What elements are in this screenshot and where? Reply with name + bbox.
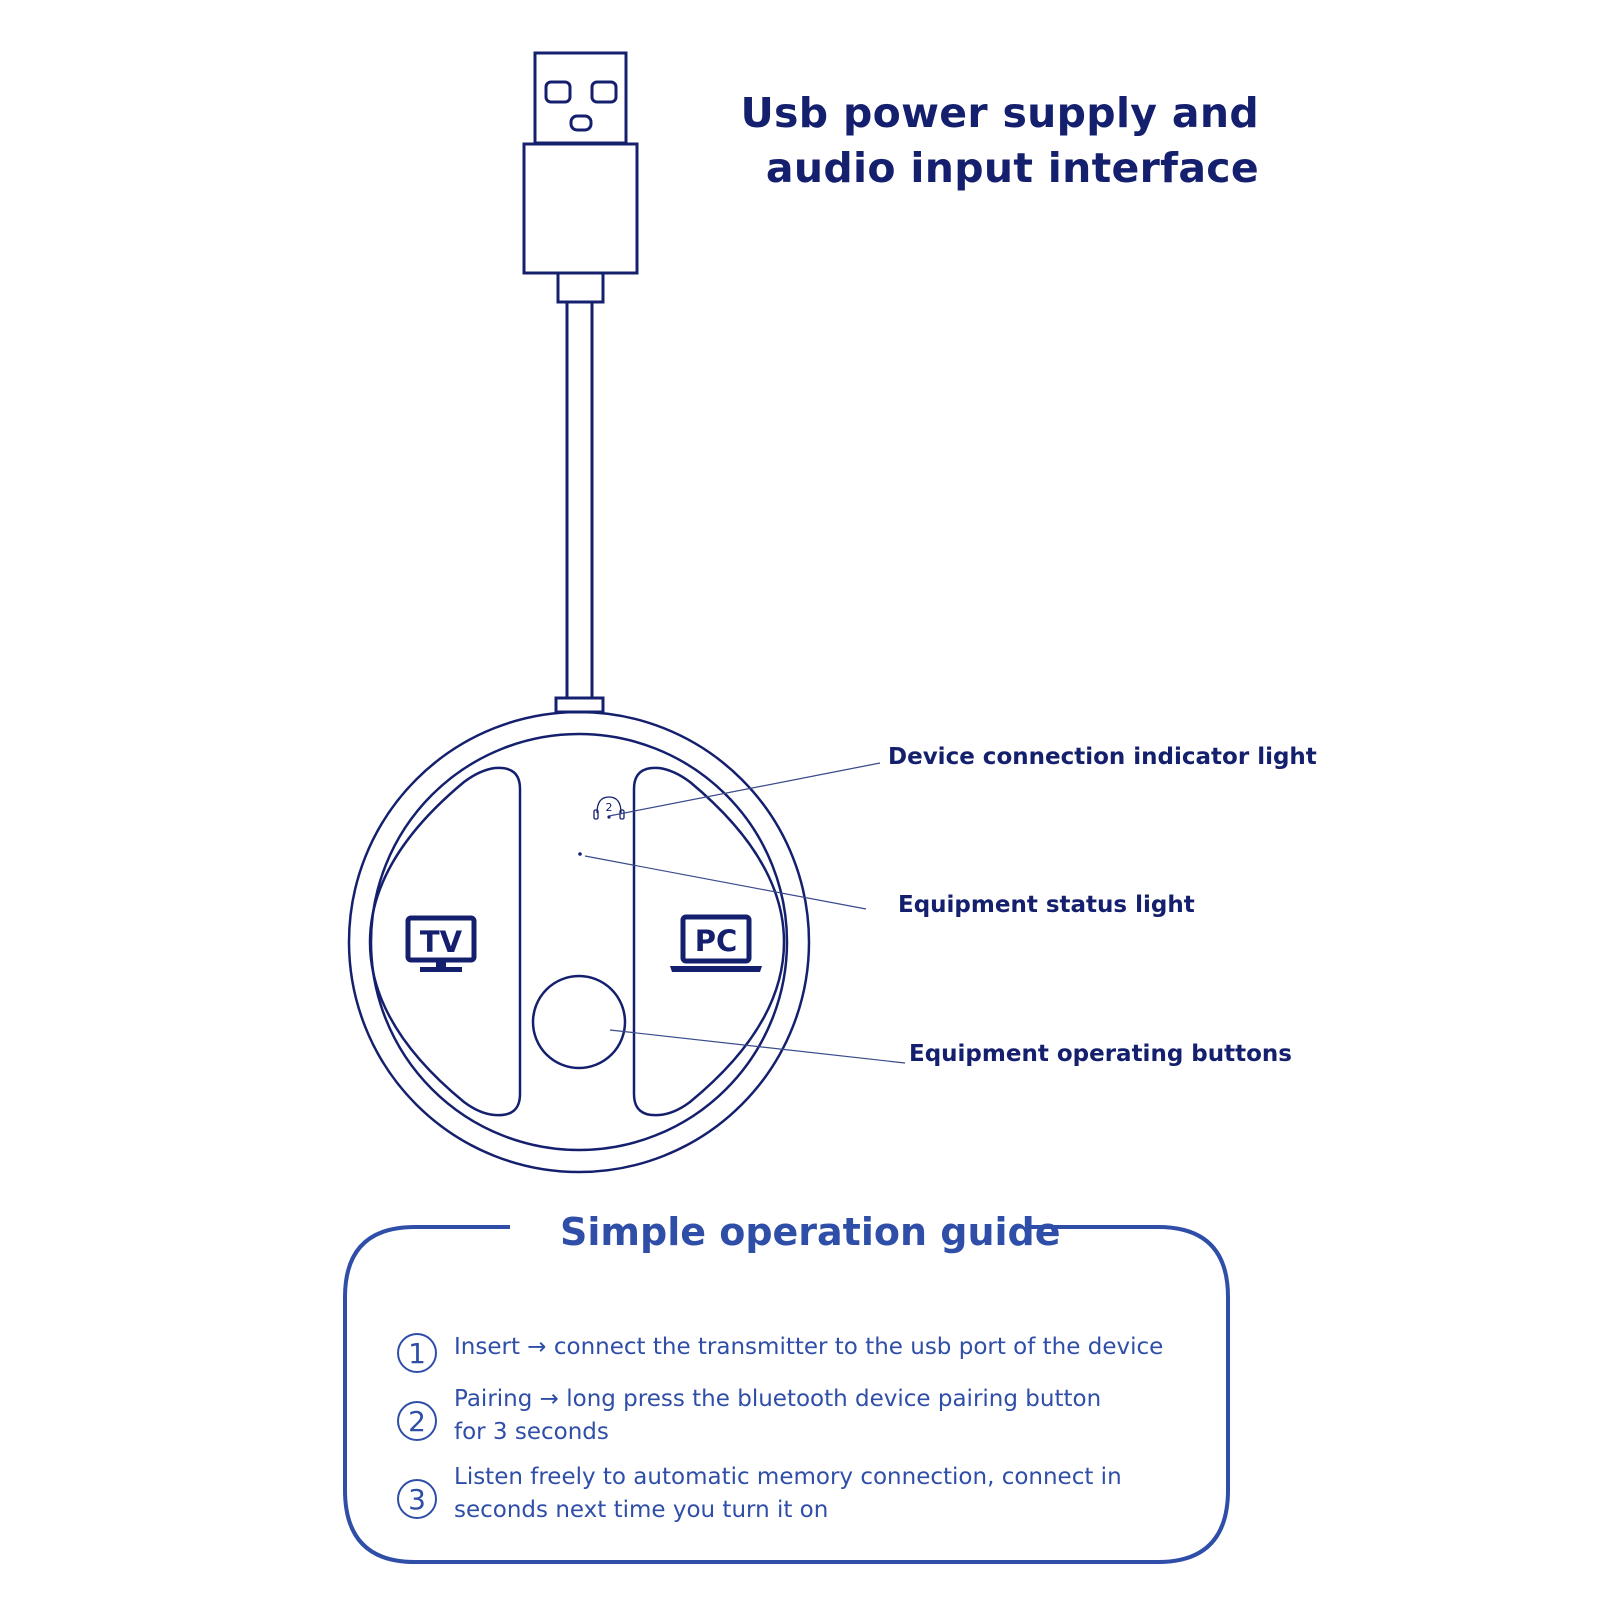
usb-connector [522, 51, 639, 714]
usb-pin-right [590, 80, 618, 104]
page-title-line-1: Usb power supply and [740, 89, 1259, 137]
laptop-icon: PC [670, 914, 762, 972]
leader-line-status [584, 855, 867, 910]
headset-indicator-digit: 2 [606, 801, 613, 814]
step-number-badge: 1 [397, 1333, 437, 1373]
left-button-pad [368, 766, 522, 1117]
callout-operating-buttons: Equipment operating buttons [909, 1041, 1292, 1067]
step-text: Insert → connect the transmitter to the … [454, 1334, 1164, 1360]
tv-icon-label: TV [420, 925, 463, 959]
callout-status-light: Equipment status light [898, 892, 1195, 918]
page-title-line-2: audio input interface [765, 144, 1259, 192]
guide-step: 1 Insert → connect the transmitter to th… [397, 1331, 1197, 1373]
guide-step: 3 Listen freely to automatic memory conn… [397, 1461, 1197, 1527]
leader-line-button [609, 1029, 906, 1064]
usb-neck [556, 271, 605, 304]
step-text: Listen freely to automatic memory connec… [454, 1464, 1122, 1523]
right-button-pad [632, 766, 786, 1117]
usb-pin-bottom [569, 114, 593, 132]
usb-cable [565, 300, 594, 700]
usb-body [522, 142, 639, 275]
status-light-dot [578, 852, 582, 856]
leader-line-connection [608, 762, 881, 817]
cable-base [554, 696, 605, 714]
operating-button [531, 974, 627, 1070]
page-title: Usb power supply and audio input interfa… [740, 86, 1259, 196]
laptop-icon-label: PC [695, 924, 738, 958]
guide-box-outline [343, 1225, 1230, 1564]
leader-lines [584, 762, 906, 1064]
step-number-badge: 2 [397, 1401, 437, 1441]
headset-indicator-icon: 2 [593, 796, 625, 820]
tv-icon: TV [405, 915, 477, 972]
device-body [347, 710, 811, 1174]
callout-connection-light: Device connection indicator light [888, 744, 1317, 770]
step-text: Pairing → long press the bluetooth devic… [454, 1386, 1102, 1445]
step-number-badge: 3 [397, 1479, 437, 1519]
guide-title: Simple operation guide [560, 1210, 1061, 1254]
usb-pin-left [544, 80, 572, 104]
device-outer-ring [347, 710, 811, 1174]
guide-step: 2 Pairing → long press the bluetooth dev… [397, 1383, 1197, 1449]
